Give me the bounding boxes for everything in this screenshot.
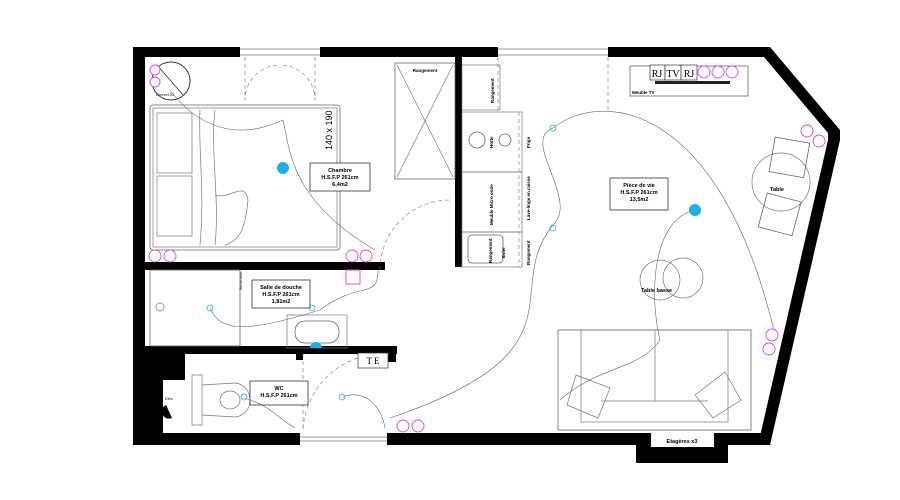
closet-label: Rangement	[413, 68, 438, 73]
table-label: Table	[770, 187, 784, 193]
walls	[133, 47, 840, 463]
evier-label: Evier	[501, 247, 506, 258]
room-name: Salle de douche	[260, 285, 302, 291]
hotte-label: Hotte	[489, 136, 494, 148]
shower: Sèche-serv.	[149, 269, 348, 349]
rangement-label: Rangement	[526, 240, 531, 265]
room-label-piece-de-vie	[609, 177, 669, 211]
wall-light-icon	[310, 342, 322, 348]
room-height: H.S.F.P 261cm	[620, 190, 657, 196]
bed-size-label: 140 x 190	[324, 110, 334, 150]
room-label-chambre	[309, 162, 371, 192]
room-height: H.S.F.P 261cm	[321, 175, 358, 181]
room-area: 13,5m2	[630, 197, 649, 203]
dining-table: Table	[751, 136, 811, 237]
room-area: 6,4m2	[332, 182, 348, 188]
lave-linge-label: Lave-linge en caisse	[526, 176, 531, 220]
coffee-table: Table basse	[639, 257, 704, 301]
room-name: Chambre	[328, 168, 352, 174]
rangement-label: Rangement	[488, 238, 493, 263]
te-label: T E	[366, 356, 380, 366]
closet: Rangement	[394, 62, 456, 180]
tv-socket-label: TV	[666, 69, 680, 80]
room-name: Pièce de vie	[623, 183, 655, 189]
frigo-label: Frigo	[526, 137, 531, 148]
kitchen: Rangement Hotte Frigo Meuble Micro onde …	[461, 64, 531, 268]
meuble-tv-label: Meuble TV	[632, 90, 655, 95]
ceiling-light-icon	[277, 162, 289, 174]
light-points	[206, 124, 701, 401]
room-area: 1,81m2	[272, 299, 291, 305]
room-label-salle-de-douche	[251, 279, 311, 309]
room-name: WC	[274, 386, 283, 392]
tv-unit: RJ TV RJ Meuble TV	[629, 64, 749, 97]
seche-label: Sèche-serv.	[239, 272, 243, 290]
rangement-label: Rangement	[490, 78, 495, 103]
room-label-wc	[249, 380, 309, 406]
windows	[240, 48, 609, 442]
te-box	[357, 352, 389, 369]
rj-socket-label: RJ	[652, 69, 663, 80]
elec-label: Elec	[165, 396, 173, 401]
ceiling-light-icon	[689, 204, 701, 216]
electrical-wiring	[169, 89, 776, 429]
table-basse-label: Table basse	[641, 288, 672, 294]
toilet: Elec	[161, 374, 251, 426]
room-height: H.S.F.P 261cm	[260, 393, 297, 399]
shelves-box	[651, 433, 714, 447]
room-height: H.S.F.P 261cm	[262, 292, 299, 298]
sofa	[557, 329, 752, 431]
etageres-label: Etagères x3	[667, 439, 698, 445]
micro-label: Meuble Micro onde	[489, 184, 494, 225]
lamp-label: Chevet 20	[156, 92, 175, 97]
rj-socket-label: RJ	[684, 69, 695, 80]
power-sockets	[148, 64, 826, 433]
